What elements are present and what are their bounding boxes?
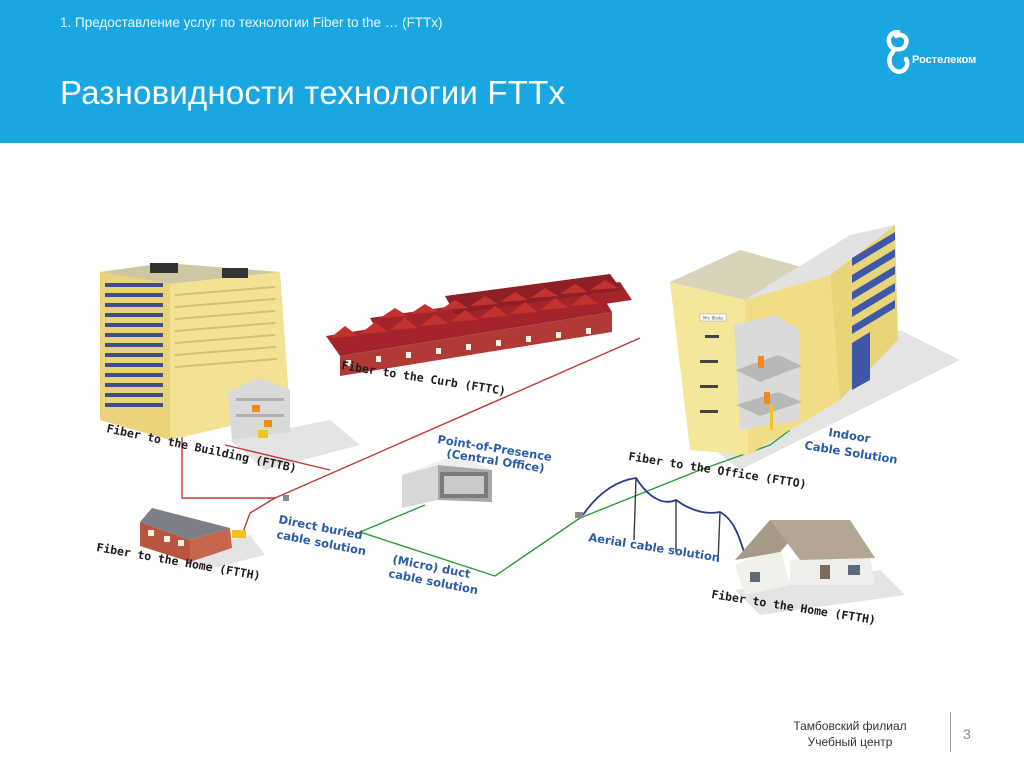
apartment-building xyxy=(100,263,290,440)
fttx-diagram: Mrc Bbsbs Fiber to the Building (FTTB) F… xyxy=(95,225,960,627)
ftth-house-right xyxy=(735,520,875,595)
label-indoor-line1: Indoor xyxy=(828,425,872,445)
house-windows xyxy=(346,328,591,366)
page-number: 3 xyxy=(963,726,971,742)
red-cable-network xyxy=(181,337,641,536)
label-aerial: Aerial cable solution xyxy=(588,530,722,565)
label-ftto: Fiber to the Office (FTTO) xyxy=(628,449,808,491)
page-title: Разновидности технологии FTTx xyxy=(60,74,566,111)
utility-poles xyxy=(633,477,721,563)
office-windows xyxy=(852,232,895,390)
logo-text: Ростелеком xyxy=(912,54,977,66)
label-fttc: Fiber to the Curb (FTTC) xyxy=(341,358,507,398)
office-sign: Mrc Bbsbs xyxy=(703,316,723,321)
green-cable-network xyxy=(357,429,791,577)
footer-divider xyxy=(950,712,951,752)
office-window-slots xyxy=(700,335,719,413)
central-office-cabinet xyxy=(402,455,492,508)
slide-header: 1. Предоставление услуг по технологии Fi… xyxy=(0,0,1024,143)
footer: Тамбовский филиал Учебный центр xyxy=(760,718,940,750)
terraced-houses xyxy=(326,274,632,376)
apartment-balconies xyxy=(174,286,278,368)
footer-branch: Тамбовский филиал xyxy=(793,719,907,733)
footer-center: Учебный центр xyxy=(807,735,893,749)
rostelecom-logo-icon xyxy=(886,30,910,74)
ftth-house-left xyxy=(140,508,246,562)
aerial-cable xyxy=(283,477,746,563)
breadcrumb: 1. Предоставление услуг по технологии Fi… xyxy=(60,15,443,30)
house-roofs-red xyxy=(330,280,618,338)
office-building: Mrc Bbsbs xyxy=(670,225,898,455)
apartment-windows xyxy=(105,283,163,407)
